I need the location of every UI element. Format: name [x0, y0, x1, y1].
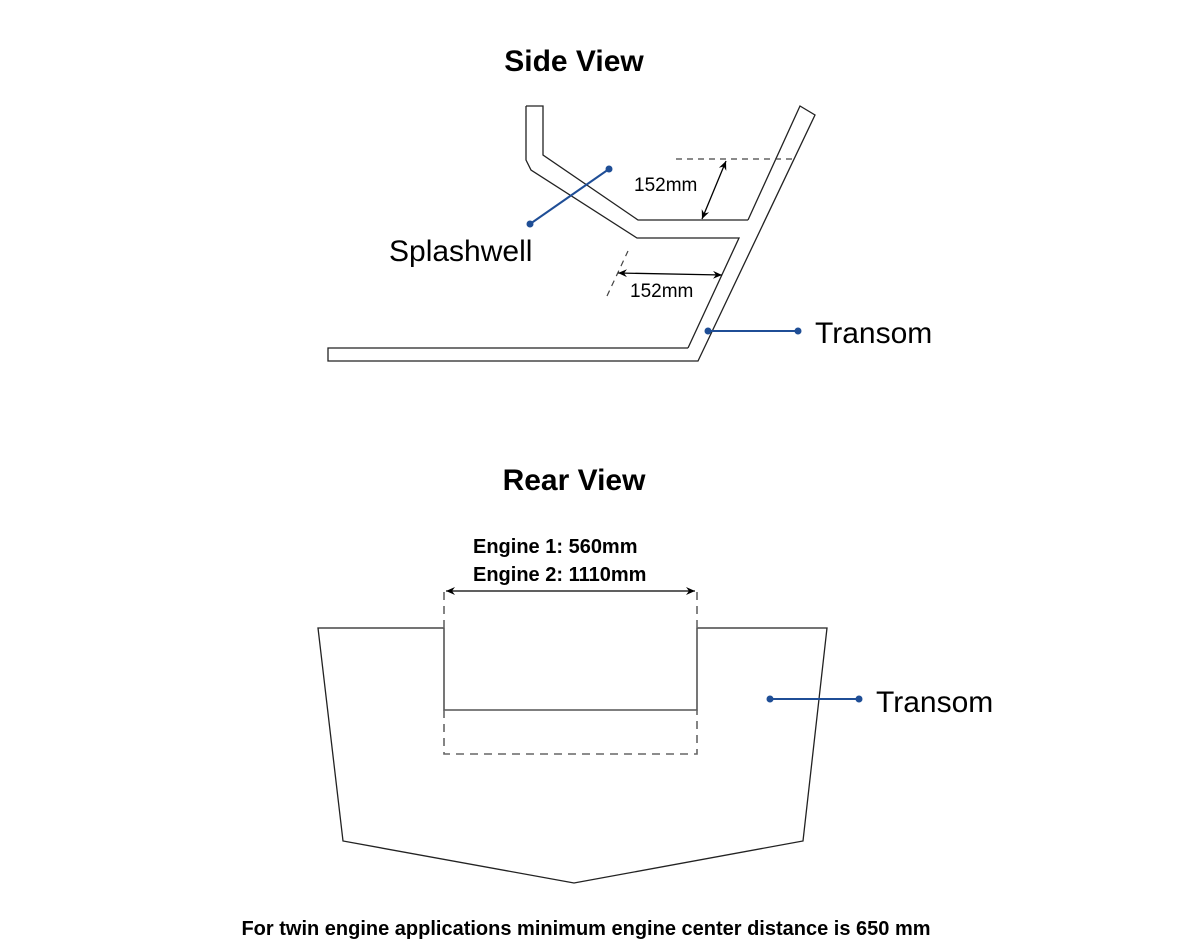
- splashwell-outline: [526, 105, 748, 221]
- hull-bottom-outline: [327, 105, 816, 362]
- dim-arrow-horizontal: [617, 269, 723, 279]
- dim-label-vertical: 152mm: [634, 175, 697, 196]
- transom-rear-leader-dot-end: [855, 695, 863, 703]
- splashwell-label: Splashwell: [389, 235, 532, 268]
- transom-side-label: Transom: [815, 317, 932, 350]
- transom-rear-leader-dot-start: [766, 695, 774, 703]
- footnote: For twin engine applications minimum eng…: [241, 918, 930, 940]
- splashwell-leader-line: [529, 168, 610, 225]
- engine-cutout-outline: [443, 628, 698, 711]
- engine-2-dimension: Engine 2: 1110mm: [473, 564, 646, 586]
- rear-view-title: Rear View: [503, 464, 647, 497]
- engine-cutout-dashed-extension: [443, 710, 698, 755]
- dim-label-horizontal: 152mm: [630, 281, 693, 302]
- splashwell-leader-dot-start: [526, 220, 534, 228]
- dim-reference-dashed-slant: [606, 250, 629, 297]
- side-view-title: Side View: [504, 45, 644, 78]
- dim-arrow-vertical: [701, 160, 727, 220]
- splashwell-outer-line: [525, 106, 741, 349]
- engine-1-dimension: Engine 1: 560mm: [473, 536, 638, 558]
- transom-side-leader-dot-end: [794, 327, 802, 335]
- rear-transom-outline: [317, 627, 828, 884]
- splashwell-leader-dot-end: [605, 165, 613, 173]
- transom-side-leader-dot-start: [704, 327, 712, 335]
- transom-rear-label: Transom: [876, 686, 993, 719]
